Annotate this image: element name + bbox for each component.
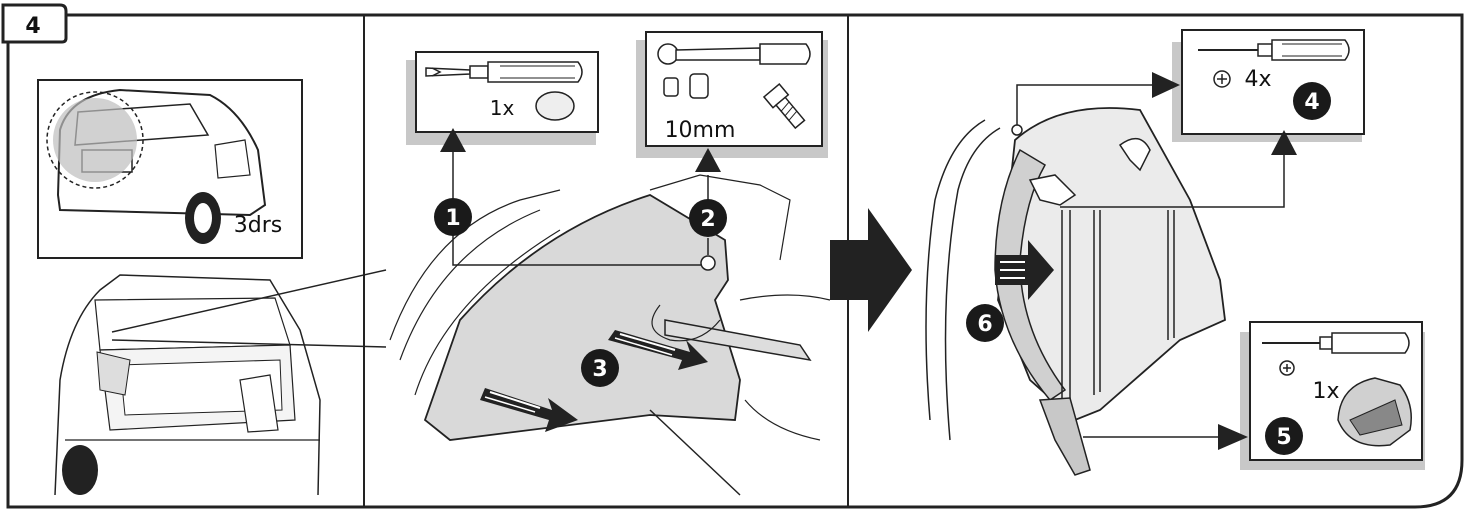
callout-5: 5 (1265, 417, 1303, 455)
open-trunk-view (54, 274, 321, 496)
highlight-circle (46, 91, 144, 189)
bolt-icon (762, 83, 806, 130)
pull-arrow-6 (995, 240, 1054, 300)
tool-box-2: 10mm (636, 31, 828, 158)
tool-box-4: 4x (1172, 29, 1365, 142)
arrow-to-tool-1 (440, 128, 466, 152)
tool-box-5: 1x (1240, 321, 1425, 470)
car-exterior-inset: 3drs (37, 79, 303, 259)
callout-1: 1 (434, 198, 472, 236)
svg-text:2: 2 (700, 207, 715, 232)
clip-icon (535, 91, 575, 121)
pull-arrow-2 (480, 388, 578, 432)
svg-text:4: 4 (1304, 90, 1319, 115)
callout-6: 6 (966, 304, 1004, 342)
clip-location (1011, 124, 1023, 136)
socket-size-label: 10mm (665, 118, 736, 143)
outer-frame (6, 13, 1464, 509)
bracket-part-icon (1337, 377, 1412, 447)
pull-arrow-1 (608, 330, 708, 370)
door-count-label: 3drs (234, 213, 282, 238)
tool-box-1: 1x (406, 51, 599, 145)
phillips-screw-icon-2 (1279, 360, 1295, 376)
tool-4-quantity: 4x (1244, 67, 1271, 92)
phillips-screwdriver-icon-2 (1262, 332, 1410, 354)
callout-4: 4 (1293, 82, 1331, 120)
callout-2: 2 (689, 199, 727, 237)
tool-5-quantity: 1x (1312, 379, 1339, 404)
leader-lines-right (1016, 84, 1285, 438)
step-number-tab: 4 (1, 3, 68, 44)
arrow-to-tool-4a (1152, 72, 1180, 98)
trunk-trim-illustration (389, 174, 831, 496)
callout-3: 3 (581, 349, 619, 387)
pry-tool-icon (664, 319, 812, 362)
arrow-to-tool-4b (1271, 130, 1297, 155)
next-stage-arrow (830, 208, 912, 332)
svg-text:3: 3 (592, 357, 607, 382)
zoom-line-bottom (111, 339, 387, 348)
phillips-screwdriver-icon (1198, 39, 1350, 61)
svg-text:1: 1 (445, 206, 460, 231)
side-panel-illustration (925, 107, 1226, 476)
socket-icons (663, 73, 709, 99)
ratchet-icon (657, 43, 811, 65)
svg-text:6: 6 (977, 312, 992, 337)
trim-panel (423, 194, 741, 441)
step-number: 4 (25, 14, 40, 39)
arrow-to-tool-2 (695, 148, 721, 172)
tool-1-quantity: 1x (490, 96, 515, 120)
zoom-line-top (111, 269, 387, 333)
flat-screwdriver-icon (425, 61, 583, 83)
phillips-screw-icon (1213, 70, 1231, 88)
bolt-location (700, 255, 716, 271)
arrow-to-tool-5 (1218, 424, 1248, 450)
svg-text:5: 5 (1276, 425, 1291, 450)
